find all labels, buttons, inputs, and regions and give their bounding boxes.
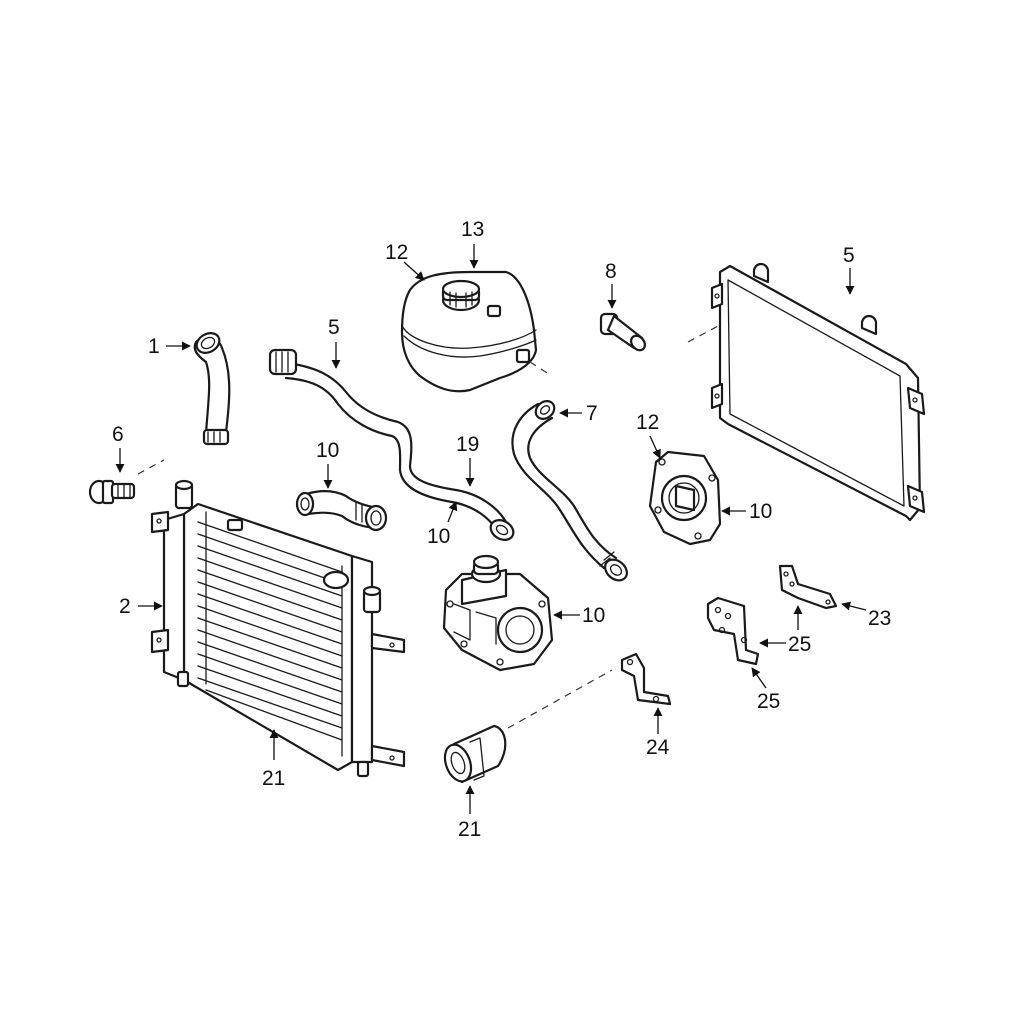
callout-8: 8 bbox=[605, 260, 617, 283]
callout-12-tank: 12 bbox=[385, 241, 408, 264]
part-outlet-pipe bbox=[443, 669, 613, 784]
leader-lines bbox=[115, 244, 867, 814]
part-bracket-23 bbox=[778, 564, 838, 610]
part-short-hose bbox=[295, 490, 388, 532]
part-curved-hose bbox=[511, 400, 628, 582]
callout-10-pump: 10 bbox=[582, 604, 605, 627]
part-bracket-24 bbox=[620, 652, 672, 706]
part-expansion-tank bbox=[400, 270, 553, 393]
part-small-fitting bbox=[599, 307, 753, 352]
callout-6: 6 bbox=[112, 423, 124, 446]
callout-10-short-hose: 10 bbox=[316, 439, 339, 462]
part-water-pump bbox=[442, 554, 554, 672]
callout-1: 1 bbox=[148, 335, 160, 358]
callout-10-thermostat: 10 bbox=[749, 500, 772, 523]
callout-21-radiator: 21 bbox=[262, 767, 285, 790]
callout-5-frame: 5 bbox=[843, 244, 855, 267]
part-bolt bbox=[88, 459, 165, 505]
callout-21-outlet: 21 bbox=[458, 818, 481, 841]
part-condenser-frame bbox=[710, 262, 926, 522]
part-thermostat-housing bbox=[648, 450, 722, 546]
callout-13: 13 bbox=[461, 218, 484, 241]
part-radiator bbox=[150, 479, 406, 778]
callout-24: 24 bbox=[646, 736, 670, 759]
callout-labels: 1 6 5 12 13 8 5 10 19 10 7 12 10 2 10 23… bbox=[112, 218, 891, 841]
part-bracket-25 bbox=[706, 596, 760, 666]
part-upper-hose bbox=[193, 332, 231, 446]
radiator-fins bbox=[197, 511, 343, 757]
callout-19: 19 bbox=[456, 433, 479, 456]
callout-5-hose: 5 bbox=[328, 316, 340, 339]
callout-25-upper: 25 bbox=[788, 633, 811, 656]
callout-12-thermostat: 12 bbox=[636, 411, 659, 434]
callout-25-lower: 25 bbox=[757, 690, 780, 713]
callout-2: 2 bbox=[119, 595, 131, 618]
callout-7: 7 bbox=[586, 402, 598, 425]
callout-23: 23 bbox=[868, 607, 891, 630]
callout-10-long-hose: 10 bbox=[427, 525, 450, 548]
